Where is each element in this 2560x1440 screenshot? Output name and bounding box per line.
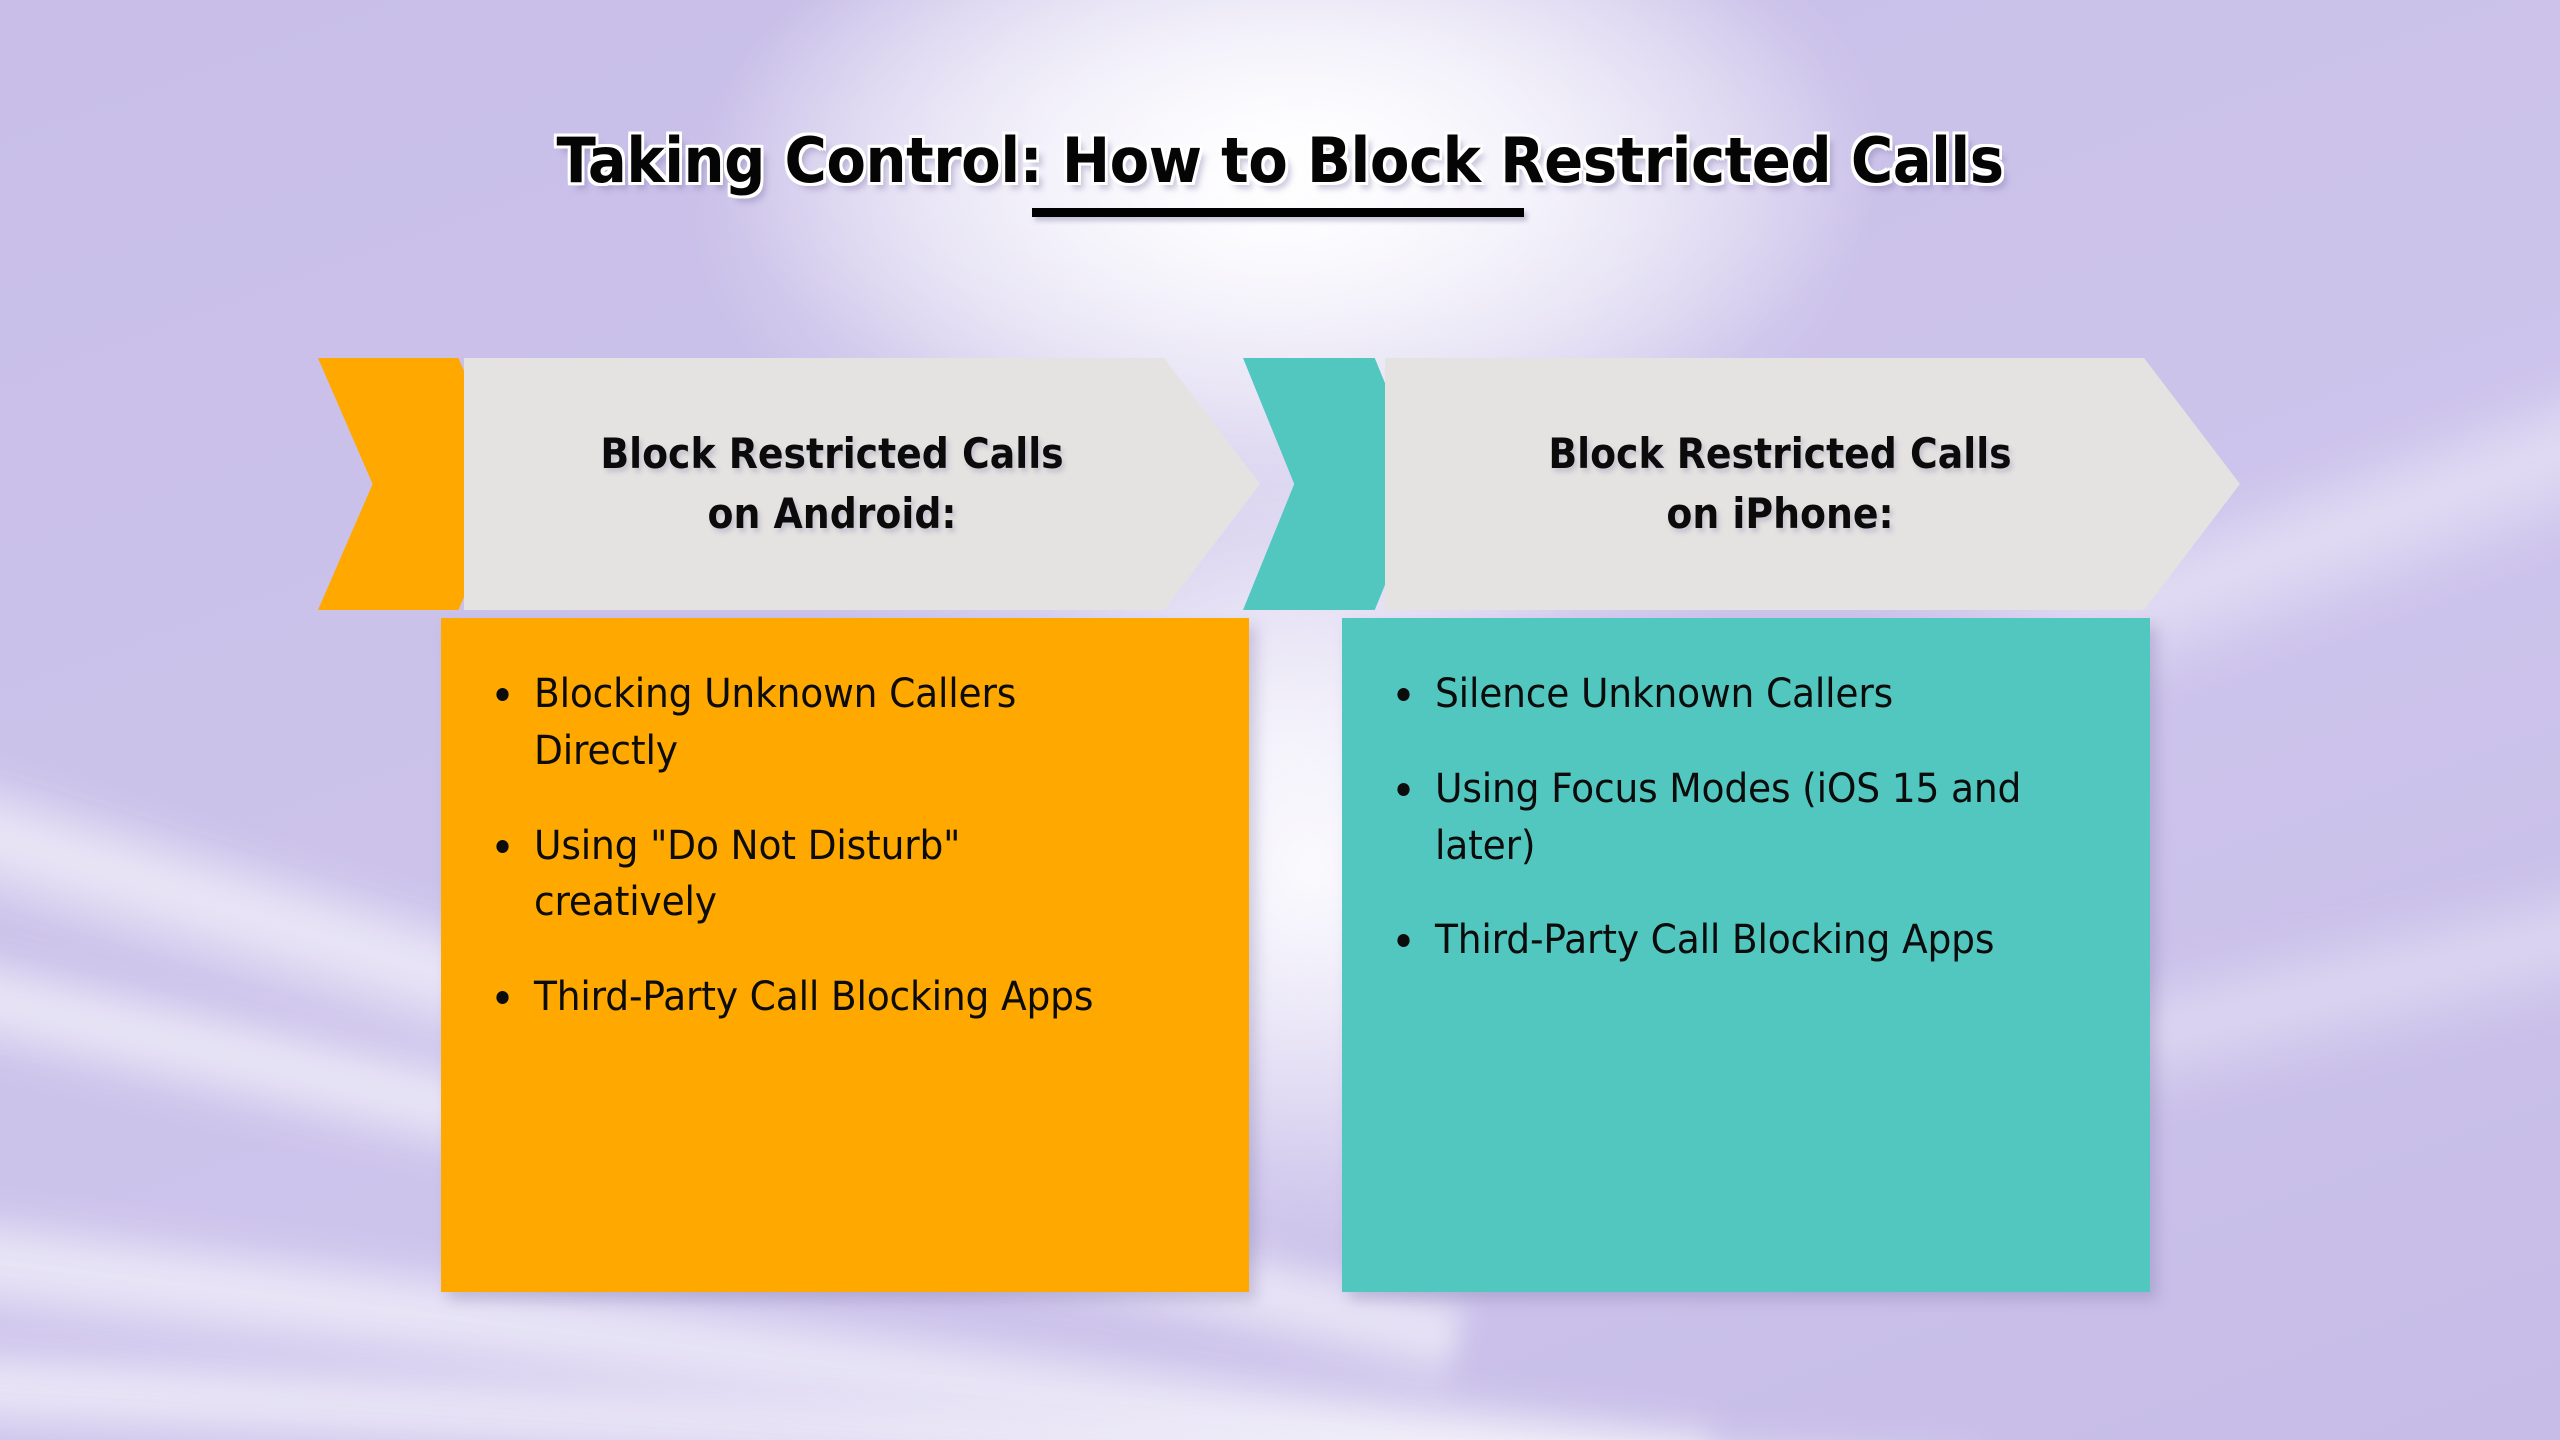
list-item: Using Focus Modes (iOS 15 and later)	[1388, 761, 2054, 875]
card-android: Blocking Unknown Callers Directly Using …	[441, 618, 1249, 1292]
banner-android	[464, 358, 1260, 610]
list-item: Blocking Unknown Callers Directly	[487, 666, 1153, 780]
list-item: Third-Party Call Blocking Apps	[1388, 912, 2054, 969]
page-title: Taking Control: How to Block Restricted …	[556, 123, 2004, 197]
card-iphone: Silence Unknown Callers Using Focus Mode…	[1342, 618, 2150, 1292]
bullet-list-android: Blocking Unknown Callers Directly Using …	[487, 666, 1195, 1026]
page-title-container: Taking Control: How to Block Restricted …	[0, 88, 2560, 233]
list-item: Using "Do Not Disturb" creatively	[487, 818, 1153, 932]
bullet-list-iphone: Silence Unknown Callers Using Focus Mode…	[1388, 666, 2096, 969]
list-item: Silence Unknown Callers	[1388, 666, 2054, 723]
banner-row: Block Restricted Calls on Android: Block…	[0, 358, 2560, 610]
banner-iphone	[1385, 358, 2240, 610]
title-underline-rule	[1032, 208, 1524, 217]
list-item: Third-Party Call Blocking Apps	[487, 969, 1153, 1026]
